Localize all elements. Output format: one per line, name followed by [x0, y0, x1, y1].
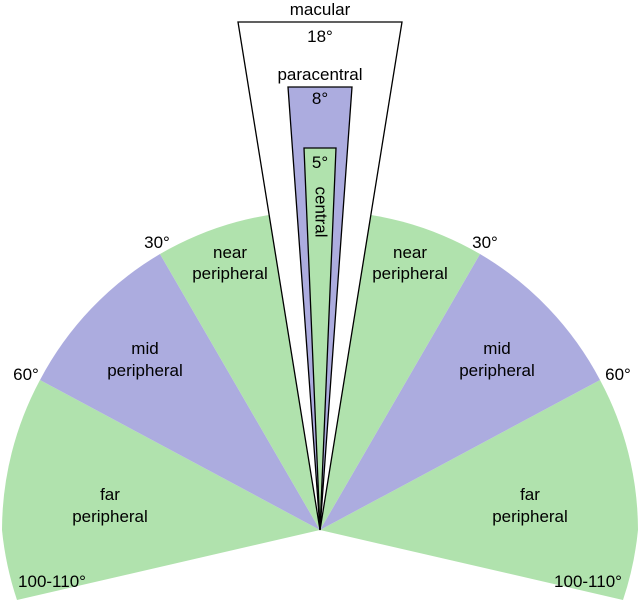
paracentral-label: paracentral	[277, 65, 362, 84]
paracentral-angle-label: 8°	[312, 89, 328, 108]
mid-peripheral-right-label-line1: mid	[483, 339, 510, 358]
central-wedge	[303, 147, 337, 531]
angle-30-left-label: 30°	[144, 233, 170, 252]
angle-100-110-left-label: 100-110°	[18, 572, 86, 591]
macular-angle-label: 18°	[307, 27, 333, 46]
far-peripheral-right-label-line2: peripheral	[492, 507, 568, 526]
central-label: central	[312, 186, 331, 237]
near-peripheral-right-label-line2: peripheral	[372, 264, 448, 283]
angle-30-right-label: 30°	[472, 233, 498, 252]
mid-peripheral-left-label-line1: mid	[131, 339, 158, 358]
far-peripheral-right-sector	[320, 380, 638, 600]
macular-label: macular	[290, 0, 351, 19]
mid-peripheral-right-sector	[320, 254, 600, 530]
angle-60-left-label: 60°	[13, 365, 39, 384]
near-peripheral-left-label-line1: near	[213, 243, 247, 262]
far-peripheral-left-sector	[2, 380, 320, 600]
far-peripheral-left-label-line1: far	[100, 485, 120, 504]
mid-peripheral-left-label-line2: peripheral	[107, 361, 183, 380]
near-peripheral-right-label-line1: near	[393, 243, 427, 262]
angle-100-110-right-label: 100-110°	[554, 572, 622, 591]
far-peripheral-right-label-line1: far	[520, 485, 540, 504]
angle-60-right-label: 60°	[605, 365, 631, 384]
near-peripheral-left-label-line2: peripheral	[192, 264, 268, 283]
central-angle-label: 5°	[312, 153, 328, 172]
mid-peripheral-left-sector	[40, 254, 320, 530]
far-peripheral-left-label-line2: peripheral	[72, 507, 148, 526]
mid-peripheral-right-label-line2: peripheral	[459, 361, 535, 380]
